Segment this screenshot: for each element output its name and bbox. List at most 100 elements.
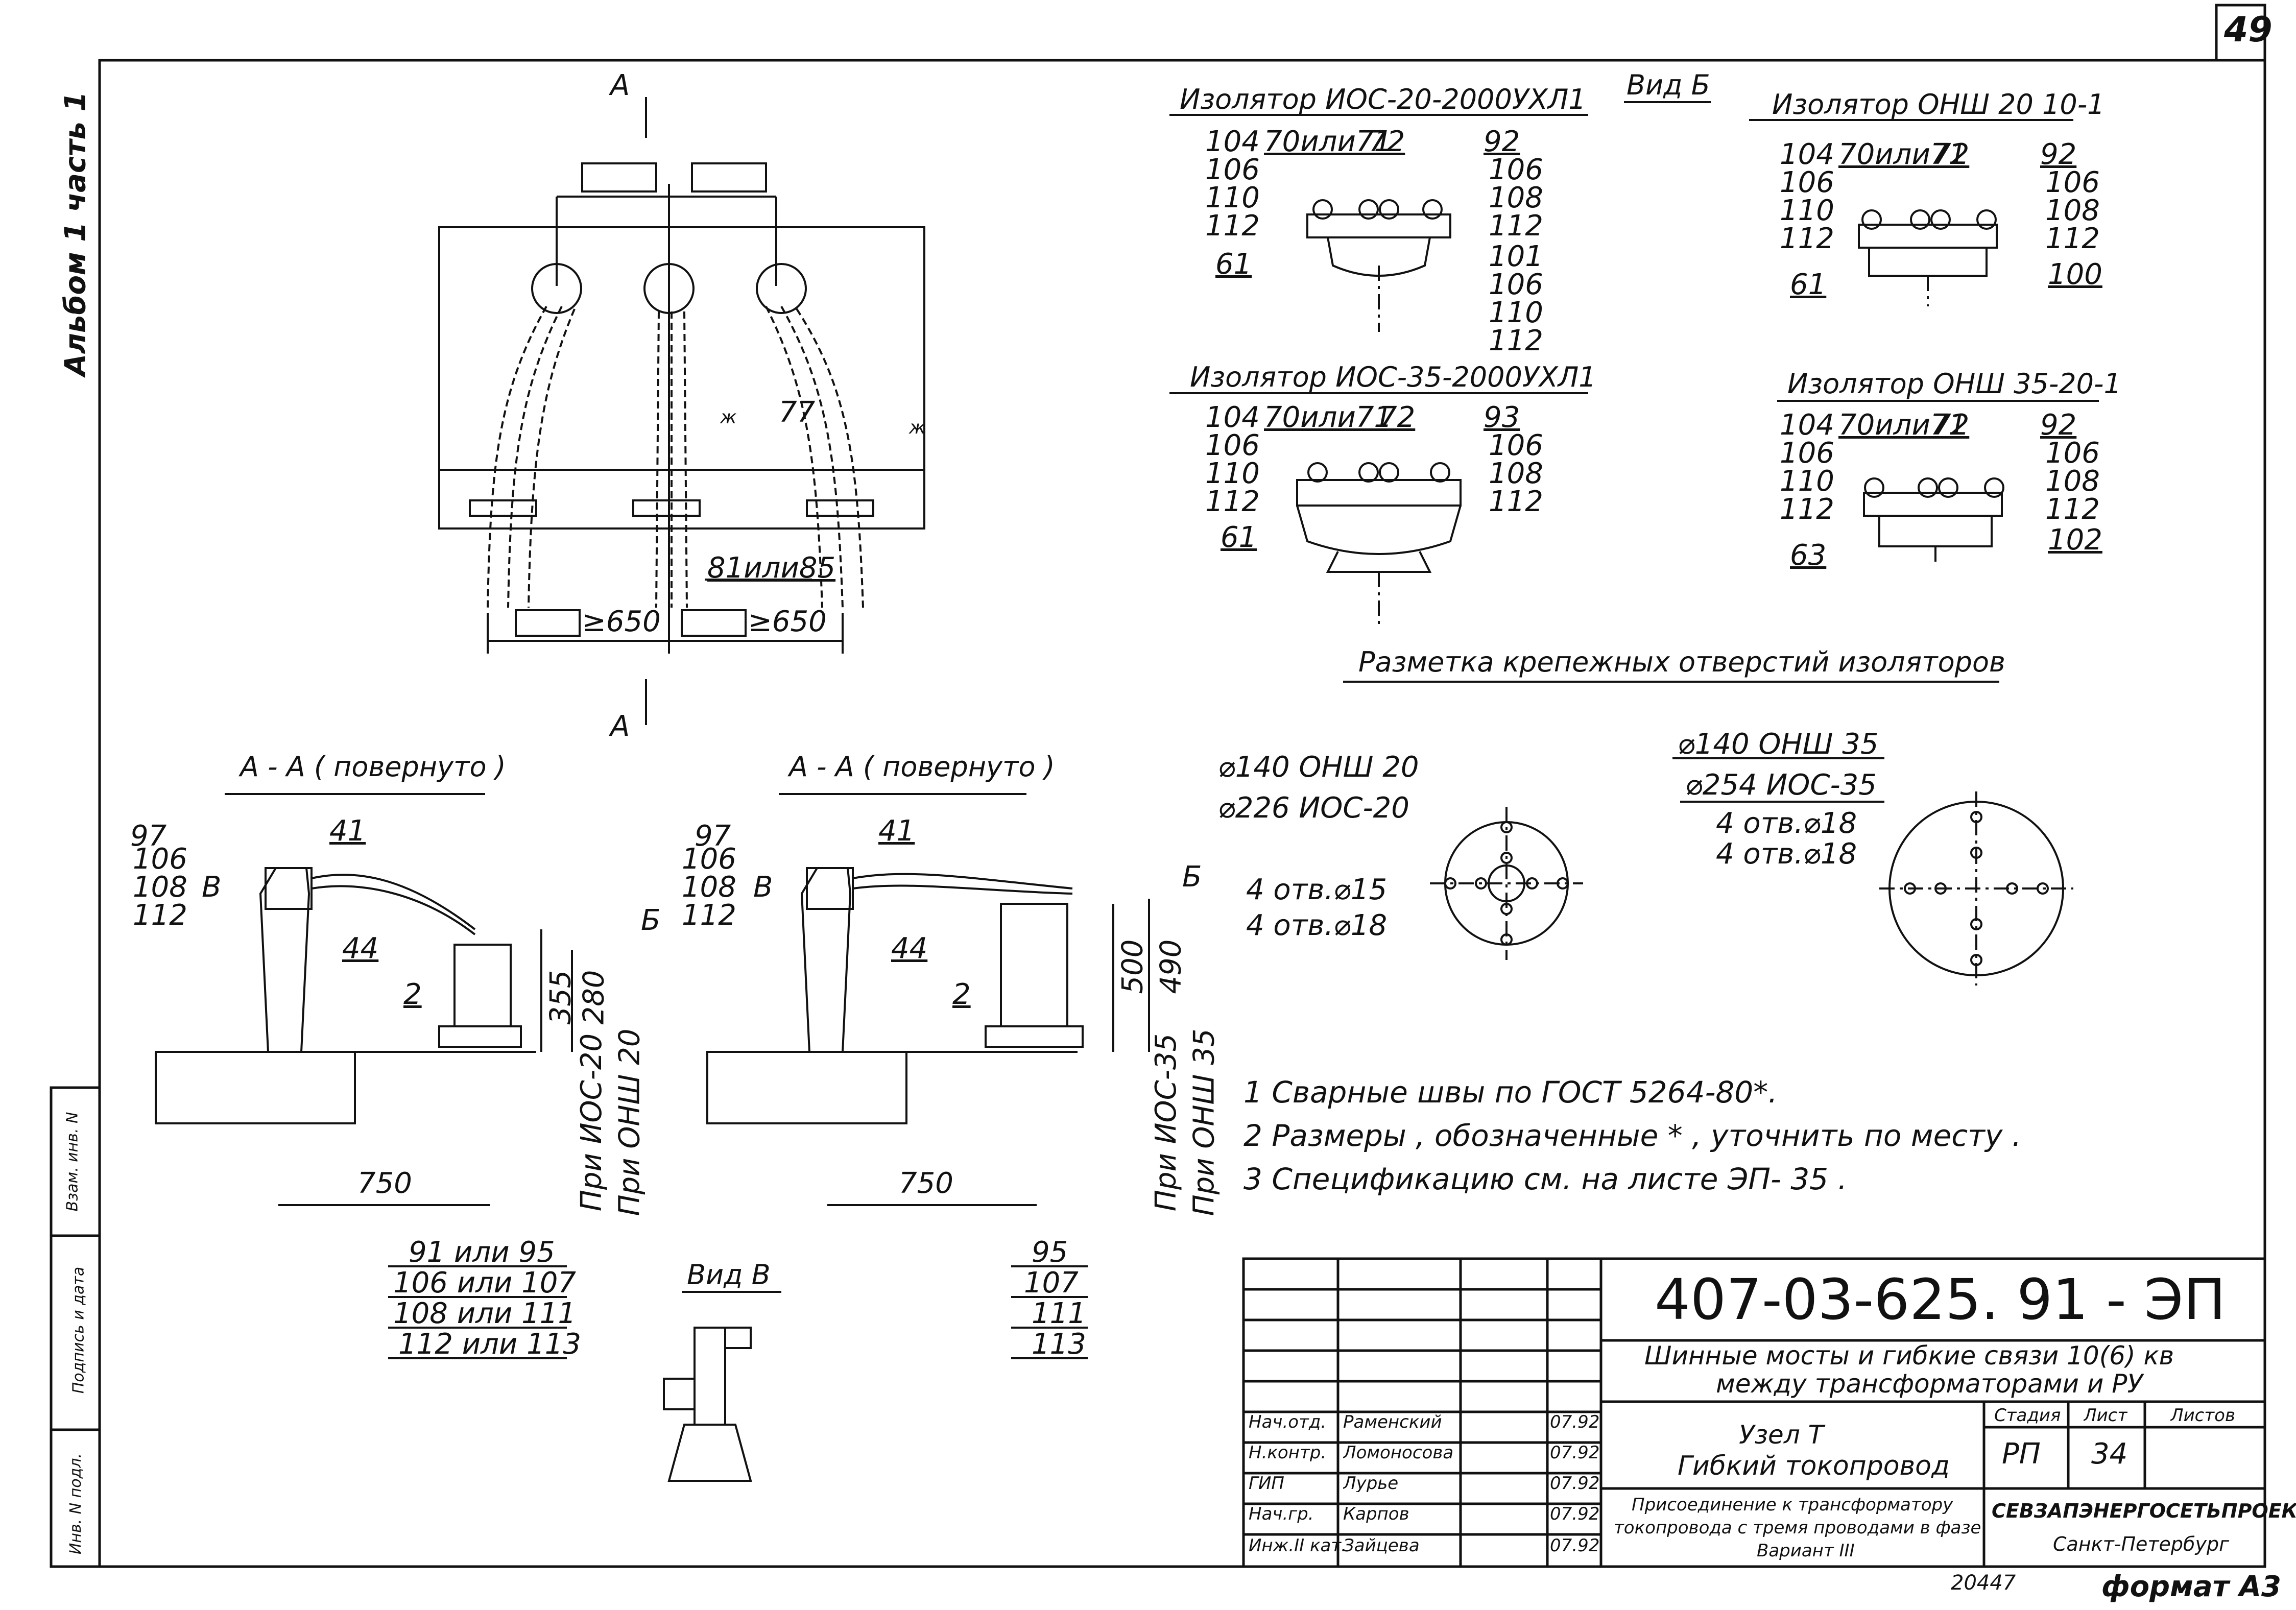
ins0-label: 104 [1205,125,1260,158]
insulator-title-0: Изолятор ИОС-20-2000УХЛ1 [1180,83,1586,115]
secL-2: 2 [403,978,422,1011]
signer-role: Инж.II кат. [1249,1537,1347,1554]
ins3-label: 106 [2045,437,2100,470]
doc-code: 407-03-625. 91 - ЭП [1655,1267,2226,1332]
secL-table-0: 91 или 95 [409,1236,555,1269]
secR-106: 106 [682,843,736,876]
note-2: 2 Размеры , обозначенные * , уточнить по… [1243,1118,2022,1153]
view-v [663,1291,781,1482]
markup-title: Разметка крепежных отверстий изоляторов [1358,646,2005,678]
secL-44: 44 [342,932,379,965]
sheet-number-box [2215,4,2266,62]
ins1-label: 108 [2045,194,2100,227]
project-line-1: между трансформаторами и РУ [1716,1369,2143,1399]
ins1-label: 110 [1780,194,1834,227]
markup-right-3: 4 отв.⌀18 [1716,837,1857,871]
section-right-title: А - А ( повернуто ) [789,751,1055,783]
secL-table-3: 112 или 113 [398,1328,581,1361]
insulator-details [1169,101,2099,628]
node-label: Узел Т [1739,1420,1824,1450]
secR-table-1: 107 [1024,1266,1079,1300]
ins2-label: 72 [1379,401,1416,434]
markup-left-2: 4 отв.⌀15 [1246,873,1388,906]
ins2-label: 112 [1205,485,1260,518]
section-left-title: А - А ( повернуто ) [240,751,506,783]
sheet-number: 49 [2224,10,2273,50]
ins3-label: 102 [2048,523,2102,557]
ins2-label: 112 [1489,485,1543,518]
org-name: СЕВЗАПЭНЕРГОСЕТЬПРОЕКТ [1992,1500,2296,1522]
secL-112: 112 [133,899,187,932]
signer-name: Карпов [1343,1505,1409,1523]
format-label: формат А3 [2101,1570,2281,1603]
org-city: Санкт-Петербург [2053,1533,2230,1555]
ins3-label: 70или71 [1838,408,1967,442]
plan-star-mark-0: ж [720,407,737,428]
signer-name: Лурье [1343,1475,1399,1492]
ins1-label: 61 [1790,268,1827,301]
view-v-label: Вид В [687,1259,771,1291]
markup-left-3: 4 отв.⌀18 [1246,909,1388,942]
signer-role: ГИП [1249,1475,1284,1492]
ins2-label: 70или71 [1264,401,1393,434]
node-title: Гибкий токопровод [1678,1451,1950,1481]
note-1: 1 Сварные швы по ГОСТ 5264-80*. [1243,1075,1778,1110]
ins0-label: 101 [1489,240,1543,273]
ins3-label: 72 [1933,408,1970,442]
ins0-label: 110 [1489,296,1543,329]
ins3-label: 63 [1790,539,1827,572]
secL-dim-750: 750 [357,1167,412,1200]
insulator-title-1: Изолятор ОНШ 20 10-1 [1772,88,2105,121]
signer-name: Раменский [1343,1413,1442,1431]
ins2-label: 106 [1489,429,1543,462]
ins1-label: 70или71 [1838,138,1967,171]
ins0-label: 61 [1215,248,1252,281]
ins1-label: 112 [2045,222,2100,255]
secL-97: 97 [130,820,167,853]
secR-44: 44 [891,932,928,965]
ins0-label: 112 [1205,209,1260,243]
insulator-title-3: Изолятор ОНШ 35-20-1 [1787,368,2121,400]
secR-V: В [753,871,773,904]
hole-markup [1343,681,2073,986]
markup-right-0: ⌀140 ОНШ 35 [1678,728,1879,761]
secL-dim-280: 280 [577,970,611,1025]
secR-note-0: При ИОС-35 [1150,1033,1183,1212]
ins2-label: 104 [1205,401,1260,434]
description-line-2: Вариант III [1757,1541,1855,1561]
signer-date: 07.92 [1550,1413,1600,1431]
insulator-title-2: Изолятор ИОС-35-2000УХЛ1 [1190,361,1596,393]
plan-callout-77: 77 [779,396,816,429]
ins3-label: 106 [1780,437,1834,470]
ins1-label: 72 [1933,138,1970,171]
ins3-label: 112 [2045,493,2100,526]
ins0-label: 92 [1484,125,1520,158]
plan-view [438,97,925,725]
secL-108: 108 [133,871,187,904]
ins0-label: 112 [1489,324,1543,357]
secR-table-2: 111 [1032,1297,1086,1330]
secR-table-3: 113 [1032,1328,1086,1361]
markup-right-2: 4 отв.⌀18 [1716,807,1857,840]
signer-date: 07.92 [1550,1475,1600,1492]
sheet-frame [98,59,2266,1568]
ins1-label: 100 [2048,258,2102,291]
stage-value: РП [2002,1440,2041,1469]
side-stamp-0: Инв. N подл. [67,1453,85,1555]
signer-role: Нач.отд. [1249,1413,1327,1431]
ins0-label: 70или71 [1264,125,1393,158]
note-3: 3 Спецификацию см. на листе ЭП- 35 . [1243,1162,1848,1196]
ins0-label: 110 [1205,181,1260,214]
ins3-label: 92 [2040,408,2077,442]
markup-left-1: ⌀226 ИОС-20 [1218,791,1409,825]
ins0-label: 72 [1369,125,1405,158]
plan-dim-0: ≥650 [582,605,661,638]
secL-note-1: При ОНШ 20 [613,1028,647,1216]
secL-B: Б [641,904,661,937]
signer-role: Нач.гр. [1249,1505,1314,1523]
signer-name: Ломоносова [1343,1444,1454,1461]
ins2-label: 93 [1484,401,1520,434]
secL-note-0: При ИОС-20 [575,1033,609,1212]
signer-name: Зайцева [1343,1537,1420,1554]
